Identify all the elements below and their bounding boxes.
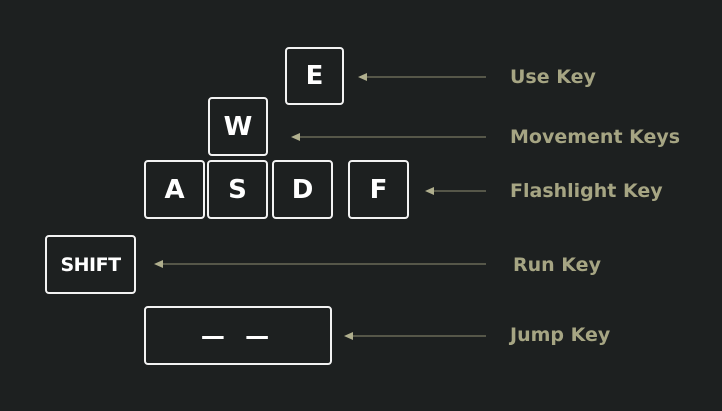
shift-key: SHIFT [45,235,136,294]
w-key: W [208,97,268,156]
e-key: E [285,47,344,105]
run-arrow-icon [154,260,486,268]
space-key: — — [144,306,332,365]
d-key: D [272,160,333,219]
run-key-label: Run Key [513,254,601,276]
flashlight-arrow-icon [425,187,486,195]
s-key: S [207,160,268,219]
a-key: A [144,160,205,219]
movement-keys-label: Movement Keys [510,126,681,148]
jump-key-label: Jump Key [510,324,611,346]
use-key-label: Use Key [510,66,596,88]
use-arrow-icon [358,73,486,81]
movement-arrow-icon [291,133,486,141]
flashlight-key-label: Flashlight Key [510,180,663,202]
jump-arrow-icon [344,332,486,340]
f-key: F [348,160,409,219]
